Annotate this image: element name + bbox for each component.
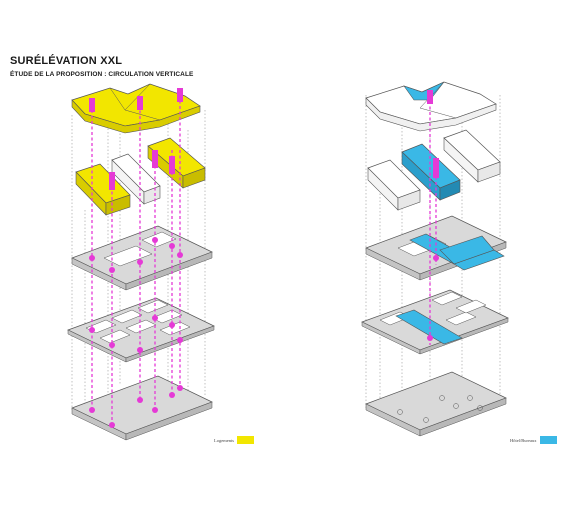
legend-logements-swatch: [237, 436, 254, 444]
right-upper-blocks: [367, 129, 501, 211]
left-axonometry: [67, 83, 215, 441]
legend-hotel-bureaux-swatch: [539, 436, 557, 444]
left-slab-1: [71, 375, 213, 441]
left-roof: [71, 83, 201, 134]
legend-logements: Logements: [214, 436, 254, 444]
diagram-subtitle: ÉTUDE DE LA PROPOSITION : CIRCULATION VE…: [10, 71, 194, 78]
right-axonometry: [361, 81, 509, 437]
legend-hotel-bureaux-label: Hôtel/Bureaux: [510, 437, 537, 443]
diagram-title: SURÉLÉVATION XXL: [10, 55, 123, 67]
right-roof: [365, 81, 497, 132]
right-slab-1: [365, 371, 507, 437]
left-circulation-cores: [89, 88, 183, 428]
right-circulation-cores: [427, 90, 439, 341]
right-slab-2: [361, 289, 509, 355]
left-upper-blocks: [75, 137, 206, 216]
left-slab-3: [71, 225, 213, 291]
legend-hotel-bureaux: Hôtel/Bureaux: [510, 436, 557, 444]
legend-logements-label: Logements: [214, 437, 234, 443]
